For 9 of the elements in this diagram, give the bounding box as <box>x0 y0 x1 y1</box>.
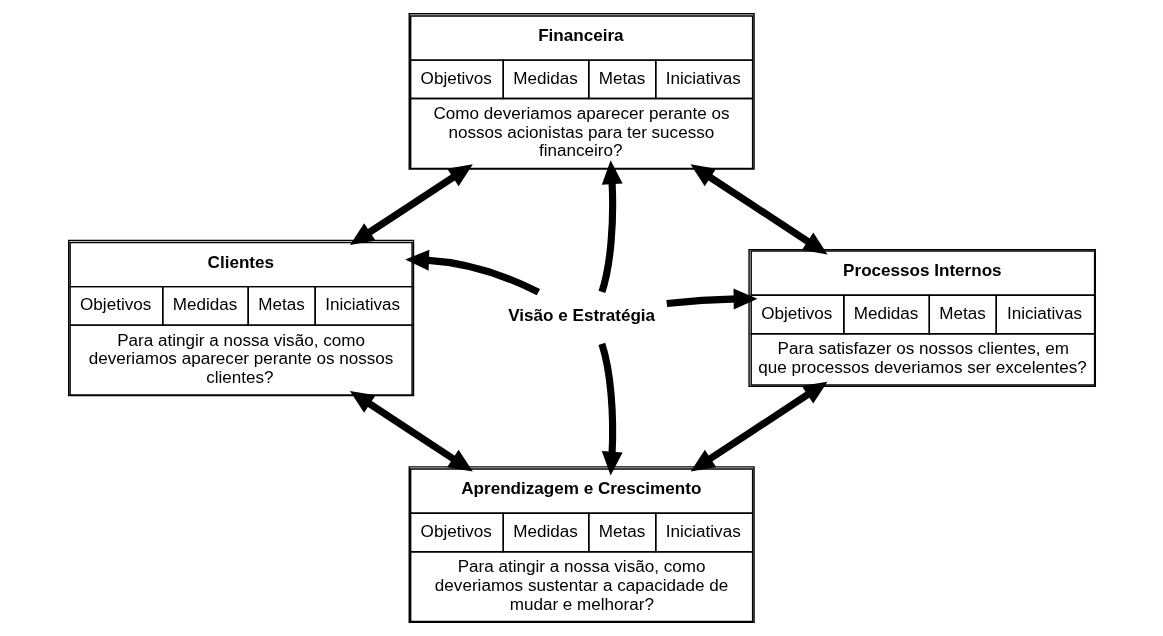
arrow <box>689 164 828 255</box>
arrow <box>349 390 473 472</box>
arrow <box>404 249 540 296</box>
node-text: Visão e Estratégia <box>507 305 655 325</box>
arrow <box>598 160 623 293</box>
arrow <box>665 288 757 310</box>
arrow <box>690 381 827 472</box>
arrow <box>349 164 473 246</box>
arrow <box>597 342 623 476</box>
